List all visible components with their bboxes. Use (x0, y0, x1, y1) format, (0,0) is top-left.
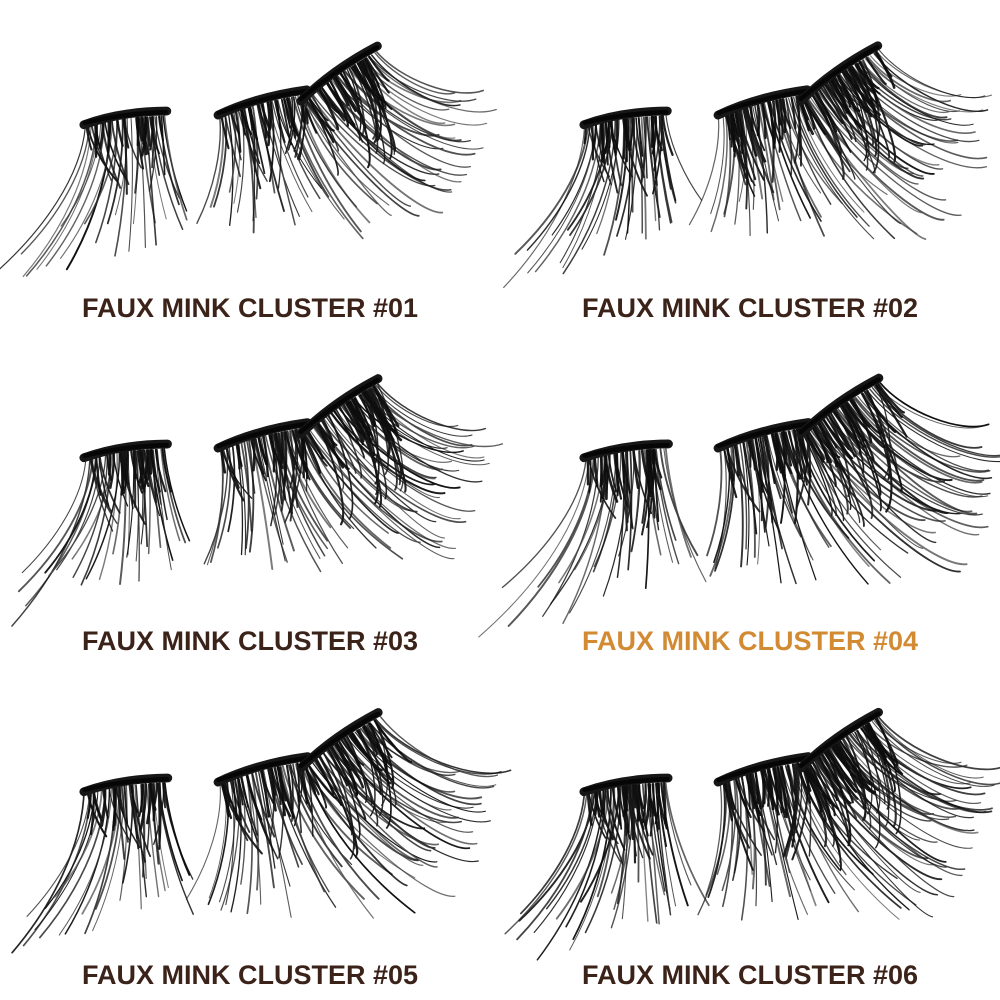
product-label-06: FAUX MINK CLUSTER #06 (581, 960, 919, 990)
lash-cluster-image-03 (11, 374, 504, 627)
product-label-02: FAUX MINK CLUSTER #02 (581, 293, 919, 323)
product-variant-03[interactable]: FAUX MINK CLUSTER #03 (0, 333, 504, 666)
product-variant-06[interactable]: FAUX MINK CLUSTER #06 (500, 666, 1000, 1000)
product-variant-05[interactable]: FAUX MINK CLUSTER #05 (0, 666, 512, 1000)
lash-cluster-image-05 (11, 708, 512, 954)
lash-cluster-image-01 (0, 41, 497, 278)
product-label-01: FAUX MINK CLUSTER #01 (81, 293, 419, 323)
product-variant-02[interactable]: FAUX MINK CLUSTER #02 (500, 0, 1000, 333)
product-label-04: FAUX MINK CLUSTER #04 (581, 626, 919, 656)
product-variant-01[interactable]: FAUX MINK CLUSTER #01 (0, 0, 500, 333)
lash-cluster-image-04 (478, 373, 1000, 638)
product-variant-04[interactable]: FAUX MINK CLUSTER #04 (478, 333, 1000, 666)
lash-cluster-image-02 (503, 41, 993, 288)
lash-cluster-image-06 (504, 707, 1000, 961)
product-label-05: FAUX MINK CLUSTER #05 (81, 960, 419, 990)
product-label-03: FAUX MINK CLUSTER #03 (81, 626, 419, 656)
